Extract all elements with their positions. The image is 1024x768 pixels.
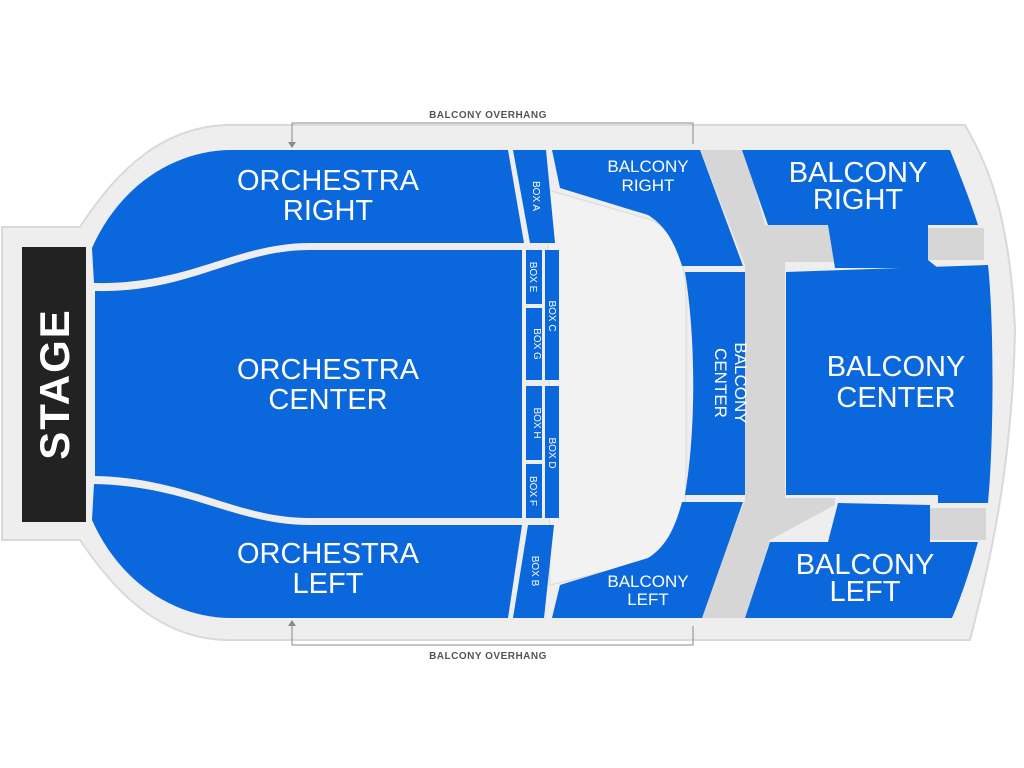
section-balcony-rear-right[interactable]: BALCONY RIGHT	[742, 150, 978, 268]
orchestra-center-label-2: CENTER	[268, 384, 387, 416]
overhang-bottom-arrow	[288, 620, 296, 626]
stage: STAGE	[22, 247, 86, 522]
orchestra-left-shape	[92, 484, 522, 618]
orchestra-right-label-2: RIGHT	[283, 195, 374, 227]
overhang-bottom: BALCONY OVERHANG	[288, 620, 694, 662]
balcony-front-right-label-2: RIGHT	[622, 176, 675, 195]
section-orchestra-left[interactable]: ORCHESTRA LEFT	[92, 484, 522, 618]
orchestra-center-label: ORCHESTRA	[237, 354, 420, 386]
box-f-label: BOX F	[527, 476, 538, 506]
section-balcony-front-left[interactable]: BALCONY LEFT	[552, 502, 743, 618]
box-h[interactable]: BOX H	[526, 386, 542, 460]
box-d[interactable]: BOX D	[545, 386, 559, 518]
overhang-top: BALCONY OVERHANG	[288, 110, 694, 148]
section-balcony-front-center[interactable]: BALCONY CENTER	[685, 272, 750, 495]
overhang-bottom-bracket	[291, 624, 694, 646]
balcony-rear-left-label: BALCONY	[796, 549, 935, 581]
overhang-bottom-label: BALCONY OVERHANG	[429, 651, 547, 662]
box-b-label: BOX B	[529, 556, 540, 587]
section-balcony-front-right[interactable]: BALCONY RIGHT	[552, 150, 743, 266]
standing-area	[547, 189, 687, 586]
section-orchestra-center[interactable]: ORCHESTRA CENTER	[95, 250, 522, 518]
overhang-top-label: BALCONY OVERHANG	[429, 110, 547, 121]
overhang-top-bracket	[291, 122, 694, 144]
stage-block	[22, 247, 86, 522]
box-g[interactable]: BOX G	[526, 308, 542, 380]
aisle-block-bottom	[930, 508, 986, 540]
balcony-front-right-shape	[552, 150, 743, 266]
box-c-shape	[545, 250, 559, 380]
orchestra-left-label: ORCHESTRA	[237, 538, 420, 570]
box-h-label: BOX H	[531, 407, 542, 438]
box-c[interactable]: BOX C	[545, 250, 559, 380]
box-g-shape	[526, 308, 542, 380]
box-d-shape	[545, 386, 559, 518]
balcony-front-center-label: BALCONY	[731, 342, 750, 423]
balcony-front-left-label: BALCONY	[607, 572, 688, 591]
box-e-shape	[526, 250, 542, 304]
box-e[interactable]: BOX E	[526, 250, 542, 304]
box-f[interactable]: BOX F	[526, 464, 542, 518]
stage-label: STAGE	[31, 308, 78, 460]
balcony-rear-right-shape	[742, 150, 978, 268]
balcony-rear-left-shape	[745, 503, 978, 618]
balcony-front-left-shape	[552, 502, 743, 618]
balcony-front-center-label-2: CENTER	[711, 348, 730, 418]
box-c-label: BOX C	[546, 300, 557, 331]
balcony-rear-center-label-2: CENTER	[836, 382, 955, 414]
box-f-shape	[526, 464, 542, 518]
box-a-shape	[513, 150, 555, 243]
orchestra-right-label: ORCHESTRA	[237, 165, 420, 197]
section-orchestra-right[interactable]: ORCHESTRA RIGHT	[92, 150, 524, 284]
box-b-shape	[513, 525, 554, 618]
overhang-top-arrow	[288, 142, 296, 148]
section-balcony-rear-left[interactable]: BALCONY LEFT	[745, 503, 978, 618]
box-a-label: BOX A	[530, 181, 541, 211]
box-b[interactable]: BOX B	[513, 525, 554, 618]
balcony-rear-center-label: BALCONY	[827, 351, 966, 383]
balcony-rear-right-label: BALCONY	[789, 157, 928, 189]
section-balcony-rear-center[interactable]: BALCONY CENTER	[786, 265, 993, 503]
balcony-rear-left-label-2: LEFT	[830, 576, 901, 608]
balcony-rear-right-label-2: RIGHT	[813, 184, 904, 216]
orchestra-right-shape	[92, 150, 524, 284]
orchestra-center-shape	[95, 250, 522, 518]
balcony-rear-center-shape	[786, 265, 993, 503]
box-a[interactable]: BOX A	[513, 150, 555, 243]
box-h-shape	[526, 386, 542, 460]
box-d-label: BOX D	[546, 437, 557, 468]
box-e-label: BOX E	[527, 262, 538, 293]
balcony-front-center-shape	[685, 272, 745, 495]
balcony-front-left-label-2: LEFT	[627, 590, 669, 609]
box-g-label: BOX G	[531, 328, 542, 360]
balcony-front-right-label: BALCONY	[607, 157, 688, 176]
aisle-block-top	[928, 228, 984, 260]
orchestra-left-label-2: LEFT	[293, 568, 364, 600]
balcony-aisle	[700, 150, 835, 618]
